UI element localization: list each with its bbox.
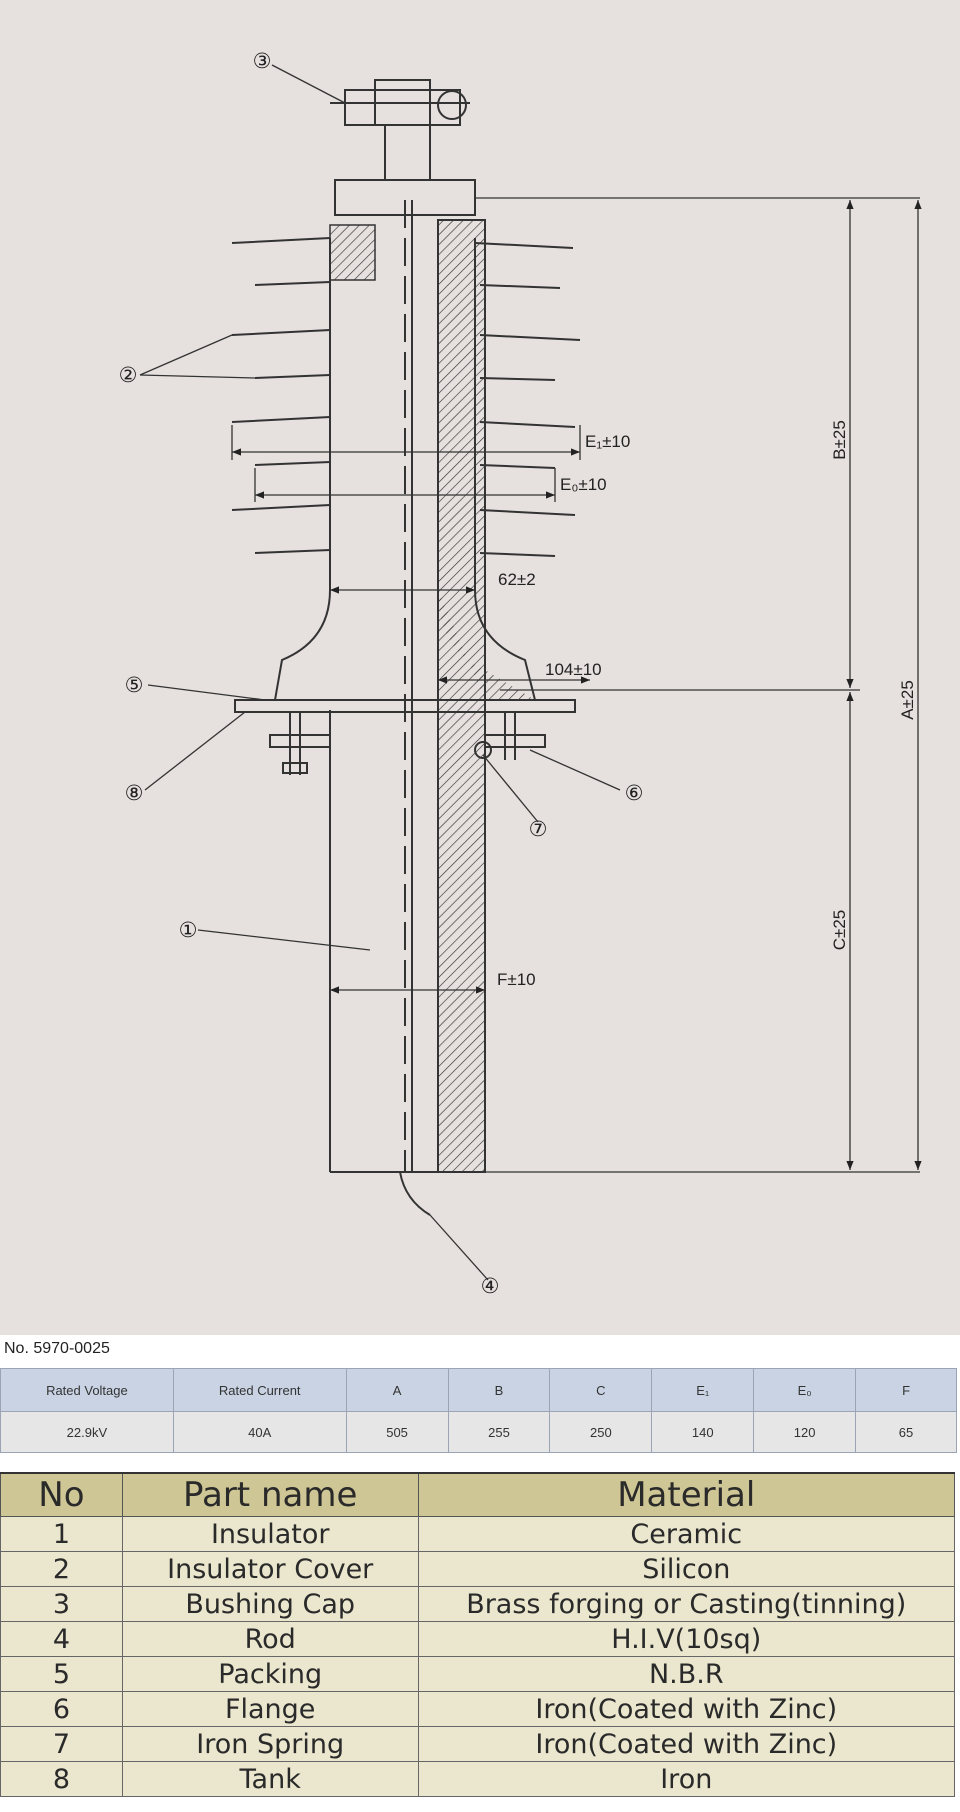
callout-4: ④ (481, 1274, 500, 1298)
part-material-cell: Ceramic (417, 1516, 956, 1552)
part-no-cell: 7 (0, 1726, 123, 1762)
callout-3: ③ (253, 49, 272, 73)
table-row: 1 Insulator Ceramic (0, 1516, 956, 1552)
dim-a-label: A±25 (898, 680, 917, 720)
part-name-cell: Bushing Cap (121, 1586, 419, 1622)
dim-f-label: F±10 (497, 970, 536, 989)
table-row: 5 Packing N.B.R (0, 1656, 956, 1692)
parts-header-row: No Part name Material (0, 1472, 956, 1517)
part-name-cell: Flange (121, 1691, 419, 1727)
callout-6: ⑥ (625, 781, 644, 805)
callout-2: ② (119, 363, 138, 387)
dim-62-label: 62±2 (498, 570, 536, 589)
dimension-lines (231, 197, 922, 1173)
part-no-cell: 6 (0, 1691, 123, 1727)
spec-header-cell: C (549, 1368, 653, 1412)
table-row: 8 Tank Iron (0, 1761, 956, 1797)
spec-header-cell: E₀ (753, 1368, 857, 1412)
parts-header-cell: Material (417, 1472, 956, 1517)
part-name-cell: Insulator (121, 1516, 419, 1552)
callout-1: ① (179, 918, 198, 942)
insulator-sheds (231, 237, 581, 557)
part-material-cell: Iron (417, 1761, 956, 1797)
spec-header-cell: B (447, 1368, 551, 1412)
part-name-cell: Iron Spring (121, 1726, 419, 1762)
dim-c-label: C±25 (830, 910, 849, 951)
part-material-cell: H.I.V(10sq) (417, 1621, 956, 1657)
spec-value-cell: 22.9kV (0, 1411, 174, 1453)
callout-7: ⑦ (529, 817, 548, 841)
leader-lines (139, 64, 621, 1281)
spec-value-cell: 505 (345, 1411, 449, 1453)
dim-b-label: B±25 (830, 420, 849, 460)
dim-e0-label: E₀±10 (560, 475, 607, 494)
spec-value-cell: 250 (549, 1411, 653, 1453)
part-no-cell: 2 (0, 1551, 123, 1587)
table-row: 6 Flange Iron(Coated with Zinc) (0, 1691, 956, 1727)
part-no-cell: 3 (0, 1586, 123, 1622)
bushing-diagram: E₁±10 E₀±10 62±2 104±10 F±10 B±25 A±25 C… (119, 49, 922, 1298)
parts-header-cell: No (0, 1472, 123, 1517)
spec-header-cell: Rated Voltage (0, 1368, 174, 1412)
callout-5: ⑤ (125, 673, 144, 697)
part-name-cell: Insulator Cover (121, 1551, 419, 1587)
table-row: 2 Insulator Cover Silicon (0, 1551, 956, 1587)
spec-value-cell: 40A (172, 1411, 347, 1453)
part-material-cell: N.B.R (417, 1656, 956, 1692)
part-no-cell: 4 (0, 1621, 123, 1657)
spec-header-cell: A (345, 1368, 449, 1412)
spec-header-cell: E₁ (651, 1368, 755, 1412)
part-name-cell: Rod (121, 1621, 419, 1657)
table-row: 3 Bushing Cap Brass forging or Casting(t… (0, 1586, 956, 1622)
part-material-cell: Silicon (417, 1551, 956, 1587)
spec-value-cell: 140 (651, 1411, 755, 1453)
spec-header-cell: F (855, 1368, 957, 1412)
flange (234, 699, 576, 775)
callout-8: ⑧ (125, 781, 144, 805)
spec-header-row: Rated Voltage Rated Current A B C E₁ E₀ … (0, 1368, 957, 1412)
spec-value-cell: 65 (855, 1411, 957, 1453)
spec-value-cell: 255 (447, 1411, 551, 1453)
part-material-cell: Iron(Coated with Zinc) (417, 1691, 956, 1727)
technical-drawing: E₁±10 E₀±10 62±2 104±10 F±10 B±25 A±25 C… (0, 0, 960, 1335)
table-row: 4 Rod H.I.V(10sq) (0, 1621, 956, 1657)
conductor-section (437, 219, 486, 1173)
part-no-cell: 1 (0, 1516, 123, 1552)
part-material-cell: Brass forging or Casting(tinning) (417, 1586, 956, 1622)
parts-table: No Part name Material 1 Insulator Cerami… (0, 1472, 956, 1797)
part-no-cell: 5 (0, 1656, 123, 1692)
table-row: 7 Iron Spring Iron(Coated with Zinc) (0, 1726, 956, 1762)
dim-104-label: 104±10 (545, 660, 602, 679)
document-number: No. 5970-0025 (4, 1340, 110, 1357)
dim-e1-label: E₁±10 (585, 432, 630, 451)
parts-header-cell: Part name (121, 1472, 419, 1517)
part-name-cell: Tank (121, 1761, 419, 1797)
spec-header-cell: Rated Current (172, 1368, 347, 1412)
bushing-cap (330, 79, 476, 216)
part-name-cell: Packing (121, 1656, 419, 1692)
spec-value-cell: 120 (753, 1411, 857, 1453)
part-no-cell: 8 (0, 1761, 123, 1797)
part-material-cell: Iron(Coated with Zinc) (417, 1726, 956, 1762)
spec-value-row: 22.9kV 40A 505 255 250 140 120 65 (0, 1411, 957, 1453)
rating-spec-table: Rated Voltage Rated Current A B C E₁ E₀ … (0, 1368, 957, 1453)
